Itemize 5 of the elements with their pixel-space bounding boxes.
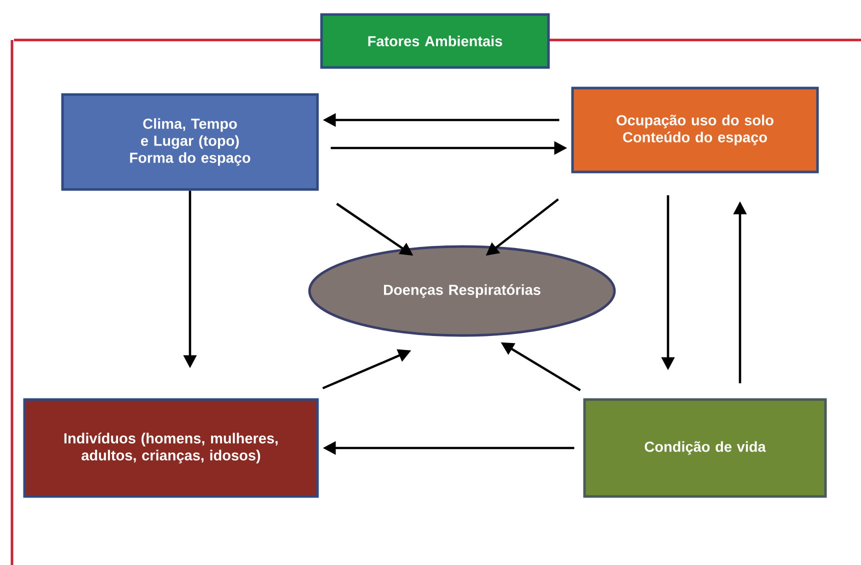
title-box: Fatores Ambientais — [320, 13, 550, 69]
process-box: Clima, Tempo e Lugar (topo) Forma do espaço — [61, 93, 319, 191]
process-box: Indivíduos (homens, mulheres, adultos, crianças, idosos) — [23, 398, 319, 498]
process-box: Condição de vida — [583, 398, 827, 498]
process-box: Ocupação uso do solo Conteúdo do espaço — [571, 86, 819, 174]
